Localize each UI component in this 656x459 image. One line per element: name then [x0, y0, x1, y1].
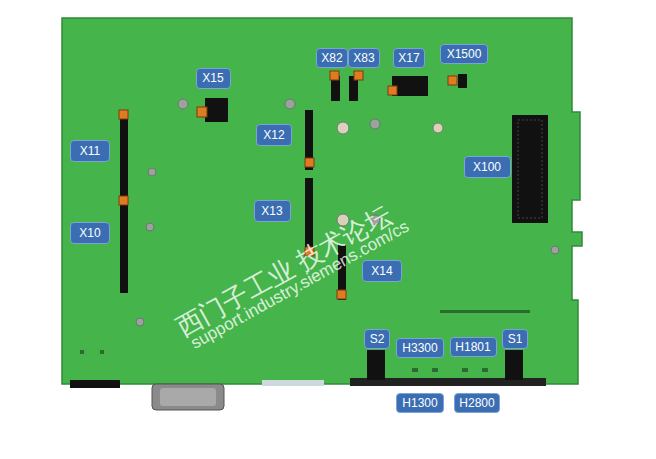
port	[262, 380, 324, 386]
pin1-marker	[305, 158, 314, 167]
callout-text: X11	[80, 145, 100, 157]
callout-text: X12	[263, 129, 284, 141]
hole	[148, 168, 156, 176]
hole	[285, 99, 295, 109]
callout-text: S1	[508, 333, 523, 345]
callout-label: H2800	[454, 393, 500, 413]
pin1-marker	[197, 107, 207, 117]
led	[482, 368, 488, 372]
hole	[146, 223, 154, 231]
callout-text: H3300	[402, 342, 437, 354]
callout-text: S2	[370, 333, 385, 345]
callout-label: X1500	[440, 44, 488, 64]
callout-label: X100	[464, 156, 511, 178]
callout-label: X11	[70, 140, 110, 162]
pin1-marker	[388, 86, 397, 95]
x100-connector	[512, 115, 548, 223]
pin-row	[518, 120, 542, 218]
callout-text: X17	[398, 52, 419, 64]
hole	[178, 99, 188, 109]
db-connector	[160, 388, 216, 406]
x100-pins	[518, 120, 542, 218]
callout-text: X15	[202, 72, 223, 84]
callout-label: X10	[70, 222, 110, 244]
holes	[136, 99, 559, 326]
pin-header	[305, 110, 313, 170]
pin-header	[120, 198, 128, 293]
pin1-marker	[337, 290, 346, 299]
callout-text: X83	[353, 52, 374, 64]
callout-label: X12	[256, 124, 292, 146]
hole	[551, 246, 559, 254]
callout-text: H1801	[455, 341, 490, 353]
callout-text: X10	[79, 227, 100, 239]
callout-label: X13	[254, 200, 291, 222]
pin1-marker	[119, 196, 128, 205]
callout-label: X17	[393, 48, 425, 68]
standoff	[337, 122, 349, 134]
callout-label: X83	[348, 48, 380, 68]
led	[412, 368, 418, 372]
pin1-marker	[448, 76, 457, 85]
callout-text: H1300	[402, 397, 437, 409]
smd-parts	[80, 310, 530, 372]
led	[432, 368, 438, 372]
standoffs	[337, 122, 443, 226]
pin1-marker	[119, 110, 128, 119]
led	[462, 368, 468, 372]
smd	[100, 350, 104, 354]
callout-text: X100	[473, 161, 501, 173]
pcb-board	[62, 18, 582, 384]
callout-text: X14	[371, 265, 392, 277]
callout-label: X14	[362, 260, 402, 282]
callout-label: X15	[196, 68, 231, 89]
hole	[136, 318, 144, 326]
callout-text: X1500	[447, 48, 482, 60]
hole	[370, 119, 380, 129]
callout-label: S1	[502, 329, 528, 349]
callout-label: X82	[316, 48, 348, 68]
callout-label: S2	[364, 329, 390, 349]
edge-connector	[70, 380, 120, 388]
callout-label: H1801	[450, 337, 497, 357]
callout-label: H1300	[396, 393, 444, 413]
connector	[205, 98, 228, 122]
pin-header	[120, 112, 128, 198]
callout-text: X82	[321, 52, 342, 64]
callout-text: X13	[261, 205, 282, 217]
connector	[458, 74, 467, 88]
switch	[505, 350, 523, 380]
header-pins	[120, 74, 548, 380]
standoff	[433, 123, 443, 133]
callout-text: H2800	[459, 397, 494, 409]
pin1-marker	[330, 71, 339, 80]
smd	[80, 350, 84, 354]
switch	[367, 350, 385, 380]
smd-row	[440, 310, 530, 313]
pin1-marker	[354, 71, 363, 80]
callout-label: H3300	[396, 338, 444, 358]
db-connector	[152, 384, 224, 410]
